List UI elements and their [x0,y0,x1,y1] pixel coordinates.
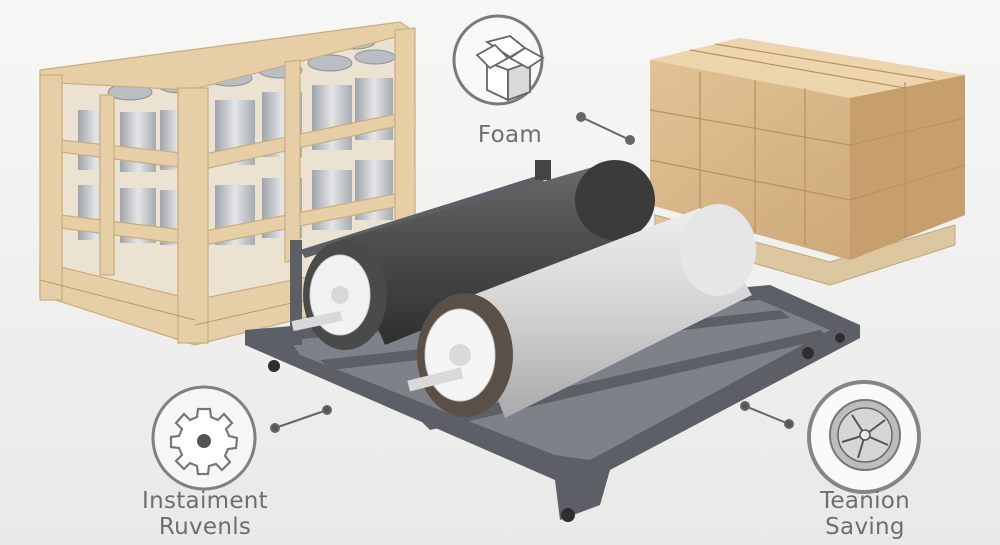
gear-callout-icon [151,385,257,491]
instaiment-label-line-2: Ruvenls [158,514,252,540]
dark-foam-roller [291,160,655,350]
gear-connector [270,405,332,433]
foam-label-line: Foam [477,122,543,148]
wheel-connector [740,401,794,429]
teanion-callout-label: Teanion Saving [795,488,935,540]
light-foam-roller [407,204,756,418]
teanion-label-line-2: Saving [825,514,905,540]
instaiment-callout-label: Instaiment Ruvenls [125,488,285,540]
wheel-callout-icon [807,380,921,494]
teanion-label-line-1: Teanion [819,488,911,514]
instaiment-label-line-1: Instaiment [142,488,268,514]
foam-callout-icon [452,14,545,106]
foam-callout-label: Foam [460,122,560,148]
cardboard-boxes-pallet [649,38,966,286]
foam-connector [576,112,635,145]
